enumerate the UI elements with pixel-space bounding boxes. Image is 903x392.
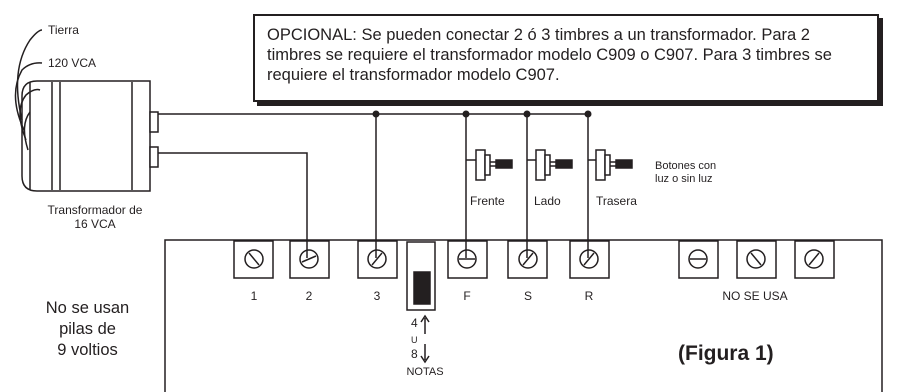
buttons-caption: Botones con luz o sin luz (655, 160, 716, 186)
terminal-label-front: F (463, 289, 471, 303)
input-voltage-label: 120 VCA (48, 56, 97, 70)
terminal-label-1: 1 (250, 289, 258, 303)
switch-label-4: 4 (411, 316, 418, 330)
figure-label: (Figura 1) (678, 342, 774, 365)
button-label-rear: Trasera (596, 194, 637, 208)
push-button-side (535, 149, 573, 181)
wire-side (526, 114, 536, 258)
transformer-label-line2: 16 VCA (74, 217, 116, 231)
transformer-label: Transformador de 16 VCA (30, 203, 160, 231)
button-label-side: Lado (534, 194, 561, 208)
switch-notes-label: NOTAS (406, 366, 444, 378)
junction-dot (523, 110, 531, 118)
terminal-label-rear: R (584, 289, 594, 303)
button-label-front: Frente (470, 194, 505, 208)
optional-note: OPCIONAL: Se pueden conectar 2 ó 3 timbr… (253, 14, 879, 102)
transformer (14, 29, 159, 192)
wire-front (465, 114, 476, 258)
push-button-front (475, 149, 513, 181)
buttons-caption-line2: luz o sin luz (655, 173, 713, 185)
optional-note-text: OPCIONAL: Se pueden conectar 2 ó 3 timbr… (267, 26, 832, 84)
wire-transformer-bottom (158, 152, 308, 258)
terminal-label-side: S (523, 289, 532, 303)
terminal-label-2: 2 (305, 289, 313, 303)
battery-note-line1: No se usan (45, 299, 130, 317)
transformer-label-line1: Transformador de (47, 203, 143, 217)
buttons-caption-line1: Botones con (655, 160, 717, 172)
junction-dot (584, 110, 592, 118)
wire-rear (587, 114, 596, 258)
battery-note: No se usan pilas de 9 voltios (20, 298, 155, 361)
chime-base (164, 239, 883, 392)
battery-note-line3: 9 voltios (57, 341, 118, 359)
push-button-rear (595, 149, 633, 181)
junction-dot (462, 110, 470, 118)
switch-label-8: 8 (411, 347, 418, 361)
unused-terminals-label: NO SE USA (722, 289, 788, 303)
battery-note-line2: pilas de (59, 320, 116, 338)
junction-dot (372, 110, 380, 118)
switch-label-or: U (411, 335, 418, 345)
terminal-label-3: 3 (373, 289, 381, 303)
ground-label: Tierra (48, 23, 79, 37)
